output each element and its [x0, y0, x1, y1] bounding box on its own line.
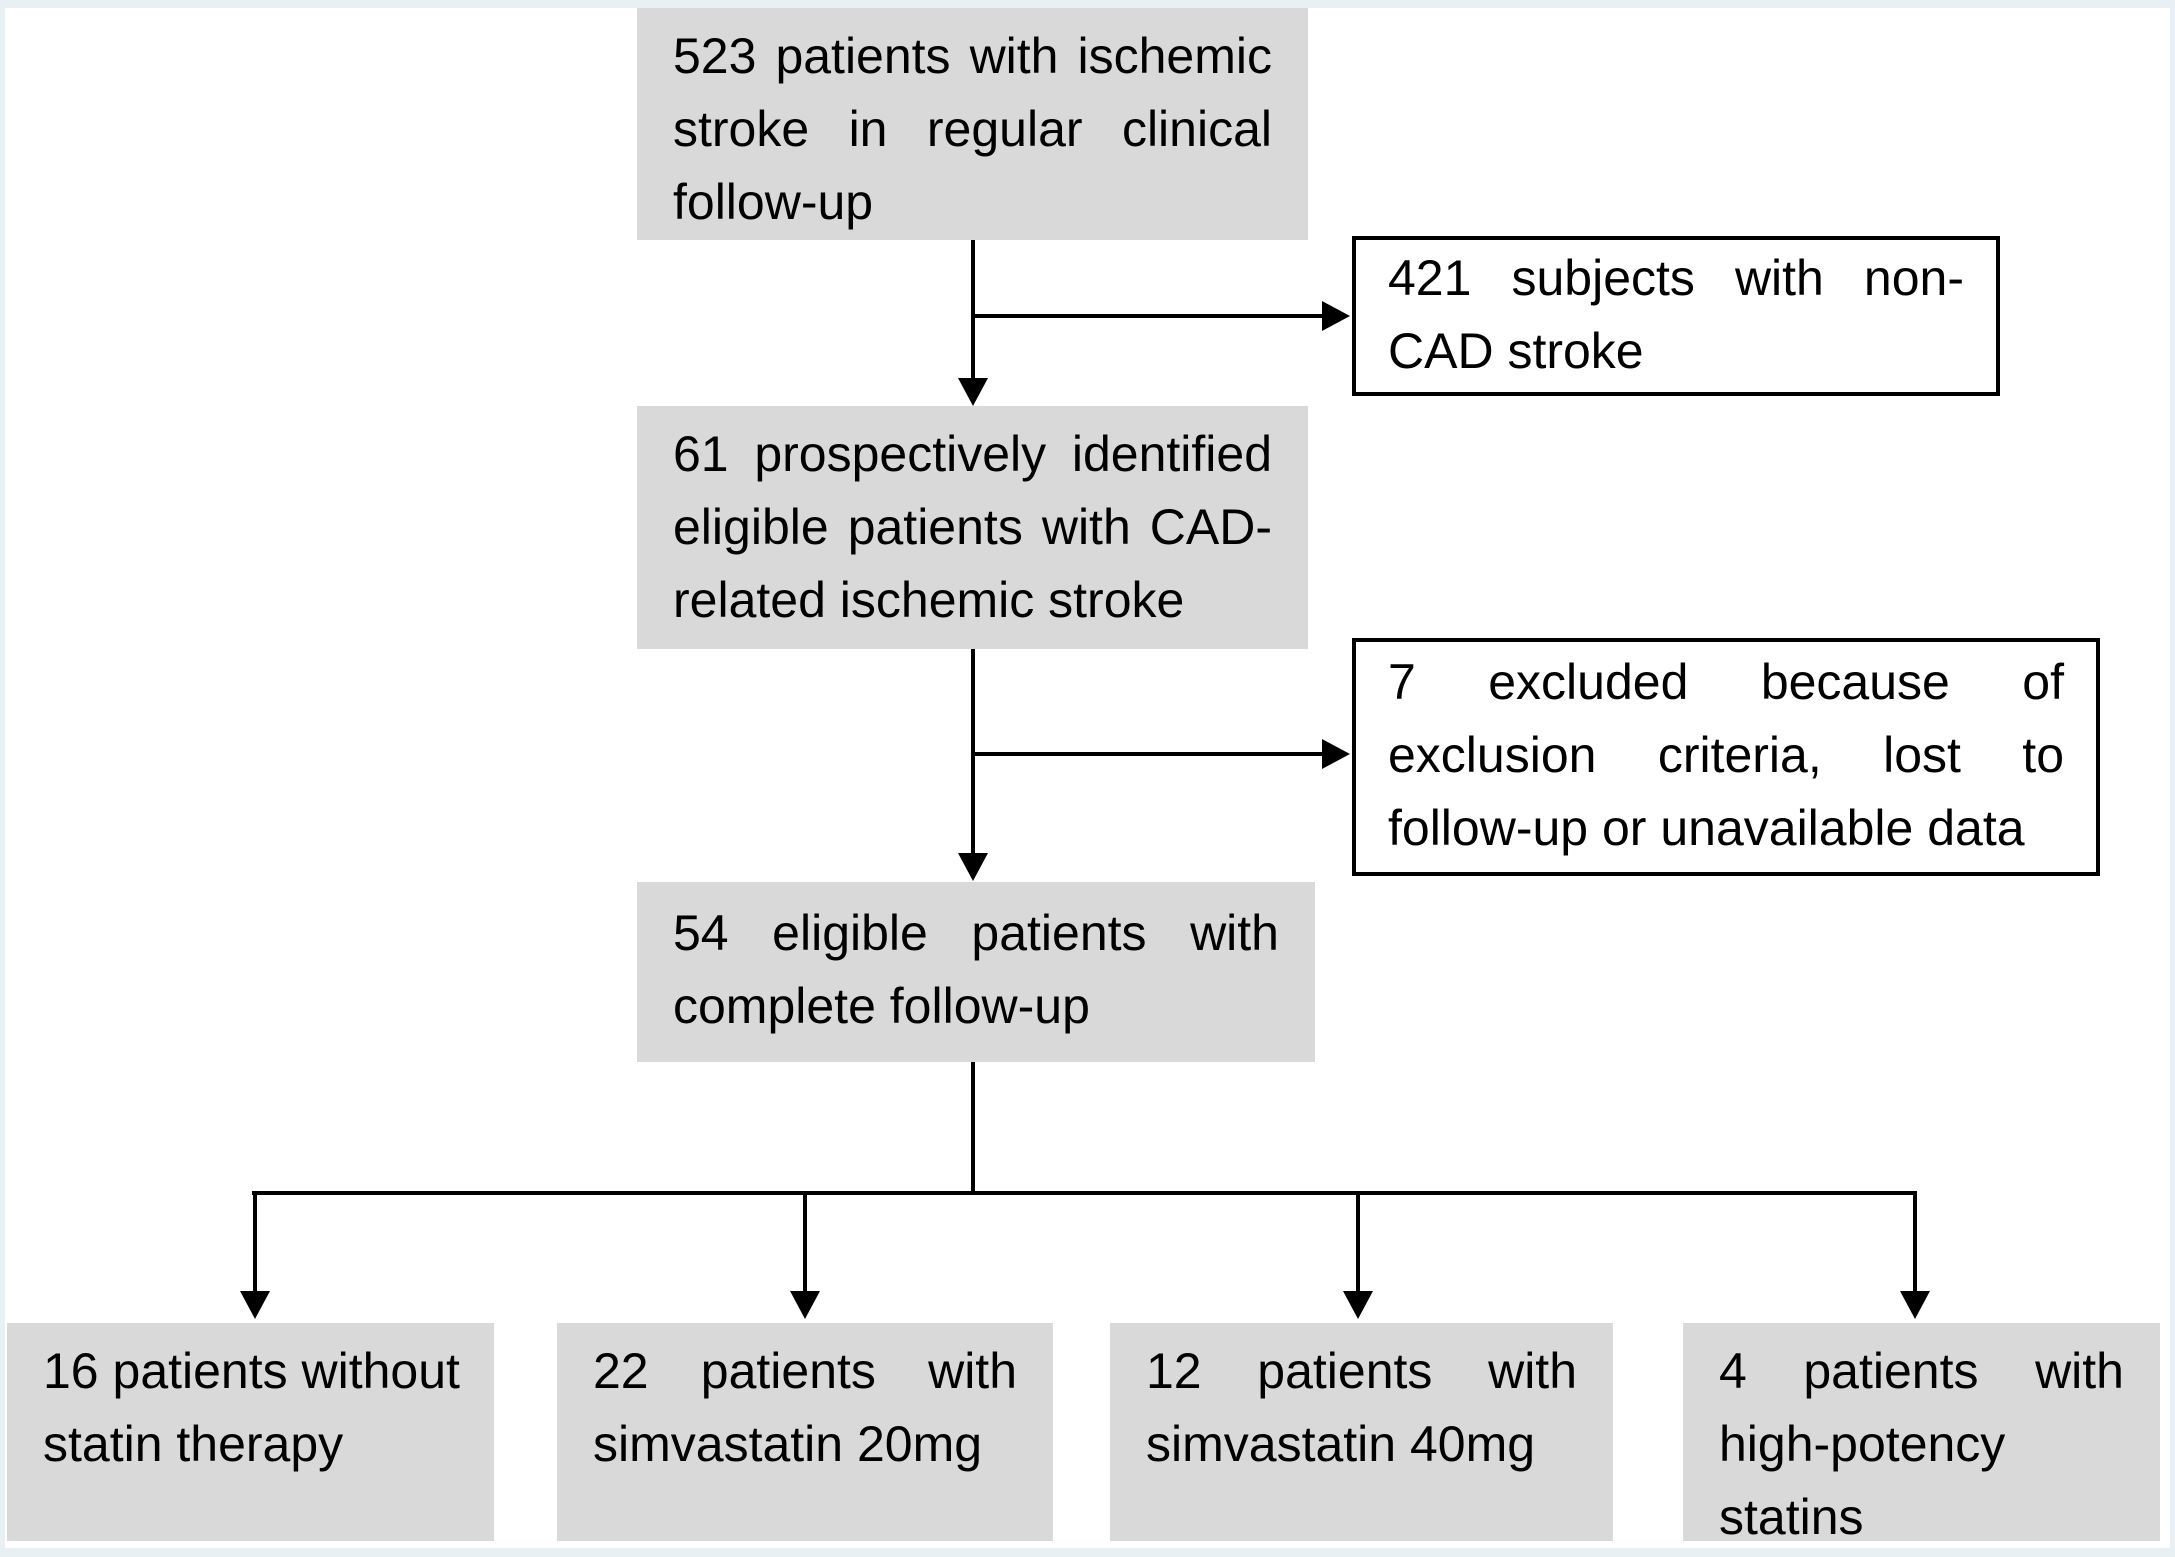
- box-text-line: follow-up: [673, 174, 874, 230]
- flow-box-cad-eligible: 61 prospectively identified eligible pat…: [637, 406, 1308, 649]
- arrow-down-icon: [958, 378, 988, 406]
- box-text-line: 523 patients with ischemic: [673, 28, 1272, 84]
- box-text-line: 16 patients without: [43, 1343, 460, 1399]
- arrow-right-icon: [1322, 739, 1350, 769]
- flow-box-high-potency-statins: 4 patients with high-potency statins: [1683, 1323, 2160, 1545]
- box-text-line: statins: [1719, 1489, 1864, 1545]
- arrow-down-icon: [1343, 1291, 1373, 1319]
- flow-box-simvastatin-40mg: 12 patients with simvastatin 40mg: [1110, 1323, 1613, 1541]
- flow-box-non-cad-stroke: 421 subjects with non- CAD stroke: [1352, 236, 2000, 396]
- box-text-line: 7 excluded because of: [1388, 654, 2064, 710]
- arrow-down-icon: [958, 853, 988, 881]
- box-text-line: exclusion criteria, lost to: [1388, 727, 2064, 783]
- flow-box-excluded: 7 excluded because of exclusion criteria…: [1352, 638, 2100, 876]
- arrow-right-icon: [1322, 301, 1350, 331]
- flow-box-simvastatin-20mg: 22 patients with simvastatin 20mg: [557, 1323, 1053, 1541]
- branch-to-non-cad-line: [971, 314, 1323, 318]
- branch-to-excluded-line: [971, 752, 1323, 756]
- flow-box-complete-followup: 54 eligible patients with complete follo…: [637, 882, 1315, 1062]
- box-text-line: simvastatin 20mg: [593, 1416, 983, 1472]
- flow-box-ischemic-stroke-total: 523 patients with ischemic stroke in reg…: [637, 6, 1308, 240]
- box-text-line: statin therapy: [43, 1416, 344, 1472]
- flow-box-no-statin: 16 patients without statin therapy: [7, 1323, 494, 1541]
- box-text-line: high-potency: [1719, 1416, 2006, 1472]
- arrow-down-icon: [790, 1291, 820, 1319]
- box-text-line: related ischemic stroke: [673, 572, 1185, 628]
- connector-total-to-eligible-line: [971, 240, 975, 380]
- box-text-line: simvastatin 40mg: [1146, 1416, 1536, 1472]
- arrow-down-icon: [1900, 1291, 1930, 1319]
- box-text-line: 421 subjects with non-: [1388, 250, 1964, 306]
- drop-line-simvastatin-20mg: [803, 1193, 807, 1293]
- box-text-line: stroke in regular clinical: [673, 101, 1272, 157]
- drop-line-no-statin: [253, 1193, 257, 1293]
- drop-line-simvastatin-40mg: [1356, 1193, 1360, 1293]
- box-text-line: 54 eligible patients with: [673, 905, 1279, 961]
- box-text-line: CAD stroke: [1388, 323, 1644, 379]
- arrow-down-icon: [240, 1291, 270, 1319]
- box-text-line: 12 patients with: [1146, 1343, 1577, 1399]
- drop-line-high-potency: [1913, 1193, 1917, 1293]
- box-text-line: 22 patients with: [593, 1343, 1017, 1399]
- box-text-line: complete follow-up: [673, 978, 1090, 1034]
- box-text-line: follow-up or unavailable data: [1388, 800, 2025, 856]
- box-text-line: 4 patients with: [1719, 1343, 2124, 1399]
- connector-complete-to-groups-line: [971, 1062, 975, 1195]
- box-text-line: 61 prospectively identified: [673, 426, 1272, 482]
- box-text-line: eligible patients with CAD-: [673, 499, 1272, 555]
- distributor-line: [252, 1191, 1917, 1195]
